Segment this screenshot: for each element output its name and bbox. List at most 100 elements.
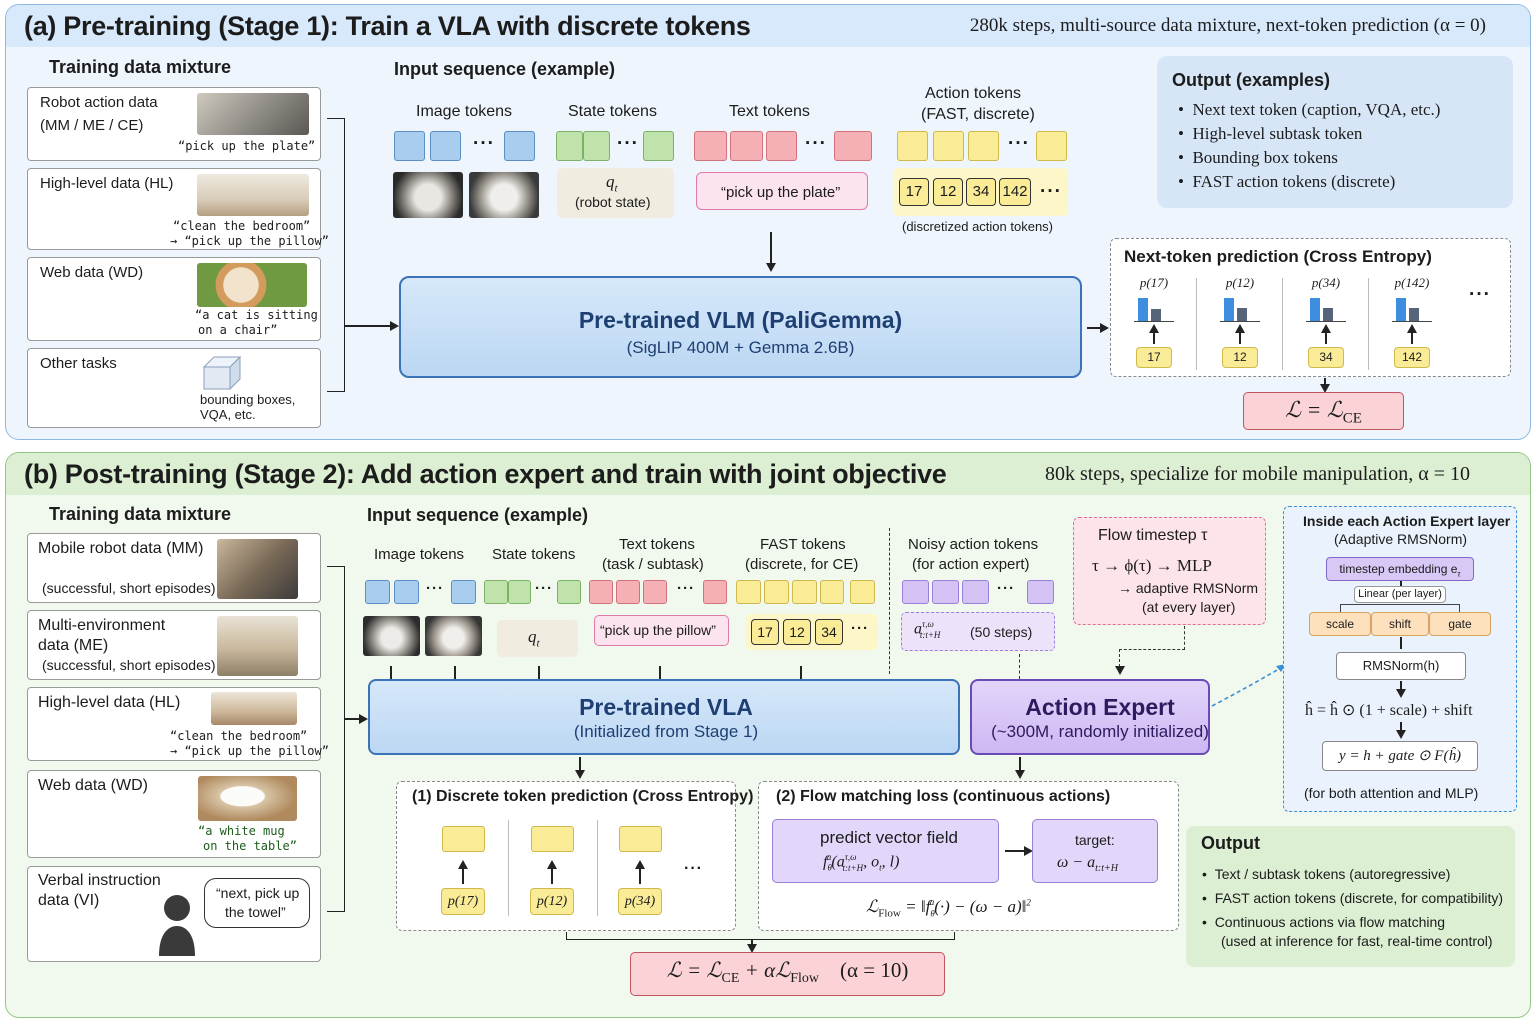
flow-connector bbox=[1119, 626, 1185, 650]
s2-text-token bbox=[616, 580, 640, 604]
noisy-dots: ··· bbox=[997, 580, 1015, 597]
stage1-output-box bbox=[1157, 56, 1513, 208]
mobile-robot-photo bbox=[217, 539, 298, 599]
stage1-header bbox=[6, 5, 1530, 47]
s2-image-token bbox=[394, 580, 419, 604]
s2-fast-num-dots: ··· bbox=[851, 620, 869, 637]
s2-state-token bbox=[557, 580, 581, 604]
stage2-bracket-arrow bbox=[345, 718, 360, 720]
s2-noisy-tokens-label-1: Noisy action tokens bbox=[908, 536, 1039, 553]
s2-text-example: “pick up the pillow” bbox=[600, 622, 716, 638]
image-token-dots: ··· bbox=[473, 133, 495, 154]
disc-arrow bbox=[462, 866, 464, 884]
s2-text-token bbox=[589, 580, 613, 604]
target-box bbox=[1032, 819, 1158, 883]
s2-text-token bbox=[643, 580, 667, 604]
prob-arrow-head bbox=[1321, 324, 1331, 333]
noisy-token bbox=[962, 580, 989, 604]
s2-image-token bbox=[365, 580, 390, 604]
vlm-sub: (SigLIP 400M + Gemma 2.6B) bbox=[626, 338, 855, 357]
prob-arrow-head bbox=[1235, 324, 1245, 333]
inside-title: Inside each Action Expert layer bbox=[1303, 513, 1511, 529]
disc-token bbox=[442, 826, 485, 852]
mm-sub: (successful, short episodes) bbox=[42, 580, 216, 596]
stage2-output-box bbox=[1186, 826, 1515, 967]
s2-text-example-box bbox=[594, 615, 729, 646]
noisy-token bbox=[932, 580, 959, 604]
web-caption-2: on a chair” bbox=[198, 323, 278, 337]
s2-image-token bbox=[451, 580, 476, 604]
prob-bar bbox=[1237, 308, 1247, 321]
stage2-web-label: Web data (WD) bbox=[38, 777, 148, 794]
action-expert-title: Action Expert bbox=[1025, 694, 1175, 720]
prob-label: p(17) bbox=[1139, 275, 1169, 290]
vi-label-1: Verbal instruction bbox=[38, 872, 161, 889]
vla-title: Pre-trained VLA bbox=[579, 694, 753, 720]
s2-image-tokens-label: Image tokens bbox=[374, 546, 465, 563]
s2-output-item: • FAST action tokens (discrete, for comp… bbox=[1202, 890, 1504, 906]
robot-data-sub: (MM / ME / CE) bbox=[40, 117, 144, 134]
stage1-robot-data: Robot action data (MM / ME / CE) “pick u… bbox=[27, 87, 321, 161]
stage2-bedroom-photo bbox=[211, 692, 297, 725]
me-data: Multi-environment data (ME) (successful,… bbox=[27, 610, 321, 680]
hl-caption-1: “clean the bedroom” bbox=[173, 219, 311, 233]
prob-token: 12 bbox=[1222, 347, 1258, 368]
ntp-dots: ··· bbox=[1469, 284, 1491, 305]
discrete-pred-title: (1) Discrete token prediction (Cross Ent… bbox=[412, 788, 754, 805]
prob-token: 17 bbox=[1136, 347, 1172, 368]
flow-line-2: → adaptive RMSNorm bbox=[1118, 580, 1259, 596]
other-caption-2: VQA, etc. bbox=[200, 407, 256, 422]
linear-fanout bbox=[1340, 604, 1460, 612]
state-token-dots: ··· bbox=[617, 133, 639, 154]
stage2-output-title: Output bbox=[1201, 833, 1260, 853]
disc-divider bbox=[508, 820, 509, 916]
stage2-hl-label: High-level data (HL) bbox=[38, 694, 181, 711]
s2-image-dots: ··· bbox=[426, 580, 444, 597]
flow-connector-down bbox=[1119, 649, 1120, 667]
stage1-input-title: Input sequence (example) bbox=[394, 59, 616, 79]
stage1-bracket-arrow bbox=[345, 325, 391, 327]
disc-arrow-head bbox=[635, 860, 645, 869]
stage2-title: (b) Post-training (Stage 2): Add action … bbox=[24, 459, 947, 489]
image-token bbox=[394, 131, 425, 161]
flow-timestep-title: Flow timestep τ bbox=[1098, 527, 1208, 544]
both-note: (for both attention and MLP) bbox=[1304, 785, 1479, 801]
state-label: (robot state) bbox=[575, 194, 651, 210]
rmsnorm-chip: RMSNorm(h) bbox=[1336, 652, 1466, 680]
prob-arrow-head bbox=[1149, 324, 1159, 333]
predict-eq: fθa(aτ,ωt:t+H, ot, l) bbox=[823, 852, 900, 873]
predict-box bbox=[772, 819, 999, 883]
vi-data: Verbal instruction data (VI) “next, pick… bbox=[27, 866, 321, 962]
text-example: “pick up the plate” bbox=[721, 184, 841, 201]
timestep-embedding-chip: timestep embedding eτ bbox=[1326, 557, 1474, 581]
action-expert-block bbox=[970, 679, 1210, 755]
stage1-loss-box bbox=[1243, 392, 1404, 430]
hl-data-label: High-level data (HL) bbox=[40, 175, 174, 192]
s2-text-tokens-label-2: (task / subtask) bbox=[602, 556, 704, 573]
text-example-box bbox=[696, 172, 868, 210]
mm-data: Mobile robot data (MM) (successful, shor… bbox=[27, 533, 321, 603]
s2-noisy-tokens-label-2: (for action expert) bbox=[912, 556, 1030, 573]
person-icon bbox=[159, 895, 195, 956]
image-token bbox=[504, 131, 535, 161]
s2-state-dots: ··· bbox=[535, 580, 553, 597]
output-item: • Next text token (caption, VQA, etc.) bbox=[1178, 100, 1441, 119]
state-box bbox=[557, 168, 674, 218]
prob-bar bbox=[1224, 298, 1234, 321]
prob-bar bbox=[1396, 298, 1406, 321]
cat-photo bbox=[197, 263, 307, 307]
vla-block bbox=[368, 679, 960, 755]
noisy-connector bbox=[1019, 654, 1020, 679]
camera-image-2 bbox=[469, 172, 539, 218]
disc-token bbox=[531, 826, 574, 852]
s2-fast-tokens-label-1: FAST tokens bbox=[760, 536, 846, 553]
action-num: 142 bbox=[999, 178, 1031, 206]
vla-sub: (Initialized from Stage 1) bbox=[573, 722, 759, 741]
prob-token: 142 bbox=[1394, 347, 1430, 368]
action-expert-sub: (~300M, randomly initialized) bbox=[991, 722, 1209, 741]
s2-fast-num: 34 bbox=[815, 619, 843, 645]
state-token bbox=[643, 131, 674, 161]
prob-arrow bbox=[1153, 330, 1155, 344]
y-equation: y = h + gate ⊙ F(ĥ) bbox=[1322, 741, 1478, 771]
prob-axis bbox=[1392, 321, 1432, 322]
